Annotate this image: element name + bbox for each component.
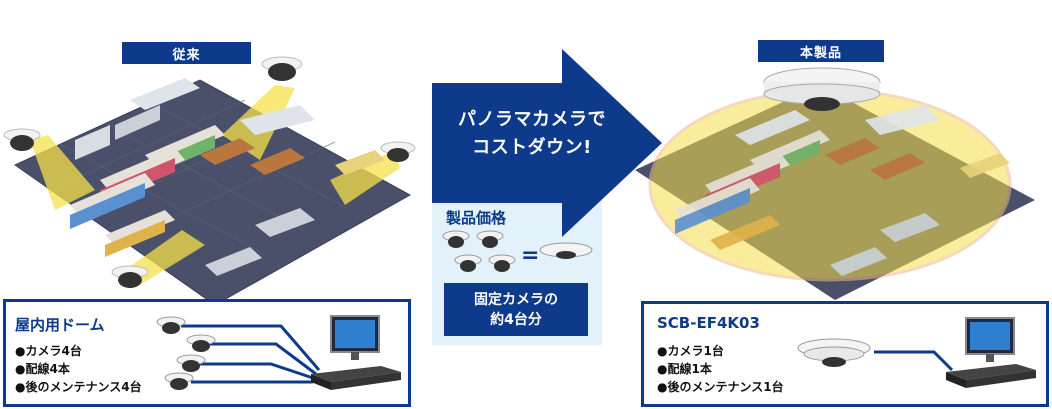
conventional-box-title: 屋内用ドーム: [15, 316, 105, 334]
recorder-icon: [946, 364, 1036, 388]
store-illustration-product: [635, 67, 1035, 300]
fixed-line-2: 約4台分: [490, 311, 542, 328]
panoramic-camera-icon: [763, 67, 881, 111]
product-bullet-list: ●カメラ1台 ●配線1本 ●後のメンテナンス1台: [657, 342, 784, 396]
conventional-spec-box: 屋内用ドーム ●カメラ4台 ●配線4本 ●後のメンテナンス4台: [3, 299, 411, 407]
bullet-maintenance-count: ●後のメンテナンス1台: [657, 380, 784, 394]
conventional-wiring-diagram: [156, 315, 401, 390]
monitor-icon: [330, 315, 380, 360]
product-model-title: SCB-EF4K03: [657, 314, 760, 332]
bullet-maintenance-count: ●後のメンテナンス4台: [15, 380, 142, 394]
conventional-label: 従来: [122, 42, 251, 64]
monitor-icon: [965, 317, 1015, 362]
this-product-label: 本製品: [758, 40, 884, 62]
store-illustration-conventional: [3, 56, 416, 300]
equals-sign: =: [521, 243, 540, 268]
product-price-title: 製品価格: [446, 209, 507, 227]
bullet-camera-count: ●カメラ4台: [15, 344, 82, 358]
fixed-camera-equivalent-box: 固定カメラの 約4台分: [444, 283, 588, 336]
bullet-wiring-count: ●配線1本: [657, 362, 712, 376]
dome-camera-icon: [442, 230, 516, 272]
product-wiring-diagram: [797, 317, 1036, 388]
headline-line-1: パノラマカメラで: [458, 109, 606, 130]
cost-down-headline: パノラマカメラで コストダウン!: [432, 106, 632, 162]
cost-down-arrow: [432, 49, 662, 237]
dome-camera-icon: [156, 316, 186, 334]
panoramic-camera-icon: [539, 242, 593, 259]
headline-line-2: コストダウン!: [472, 137, 592, 158]
bullet-wiring-count: ●配線4本: [15, 362, 70, 376]
panoramic-camera-icon: [797, 338, 871, 367]
fixed-line-1: 固定カメラの: [474, 291, 558, 308]
dome-camera-icon: [261, 56, 303, 81]
bullet-camera-count: ●カメラ1台: [657, 344, 724, 358]
conventional-bullet-list: ●カメラ4台 ●配線4本 ●後のメンテナンス4台: [15, 342, 142, 396]
product-spec-box: SCB-EF4K03 ●カメラ1台 ●配線1本 ●後のメンテナンス1台: [641, 301, 1049, 407]
recorder-icon: [311, 366, 401, 390]
price-comparison-icons: [442, 230, 593, 272]
